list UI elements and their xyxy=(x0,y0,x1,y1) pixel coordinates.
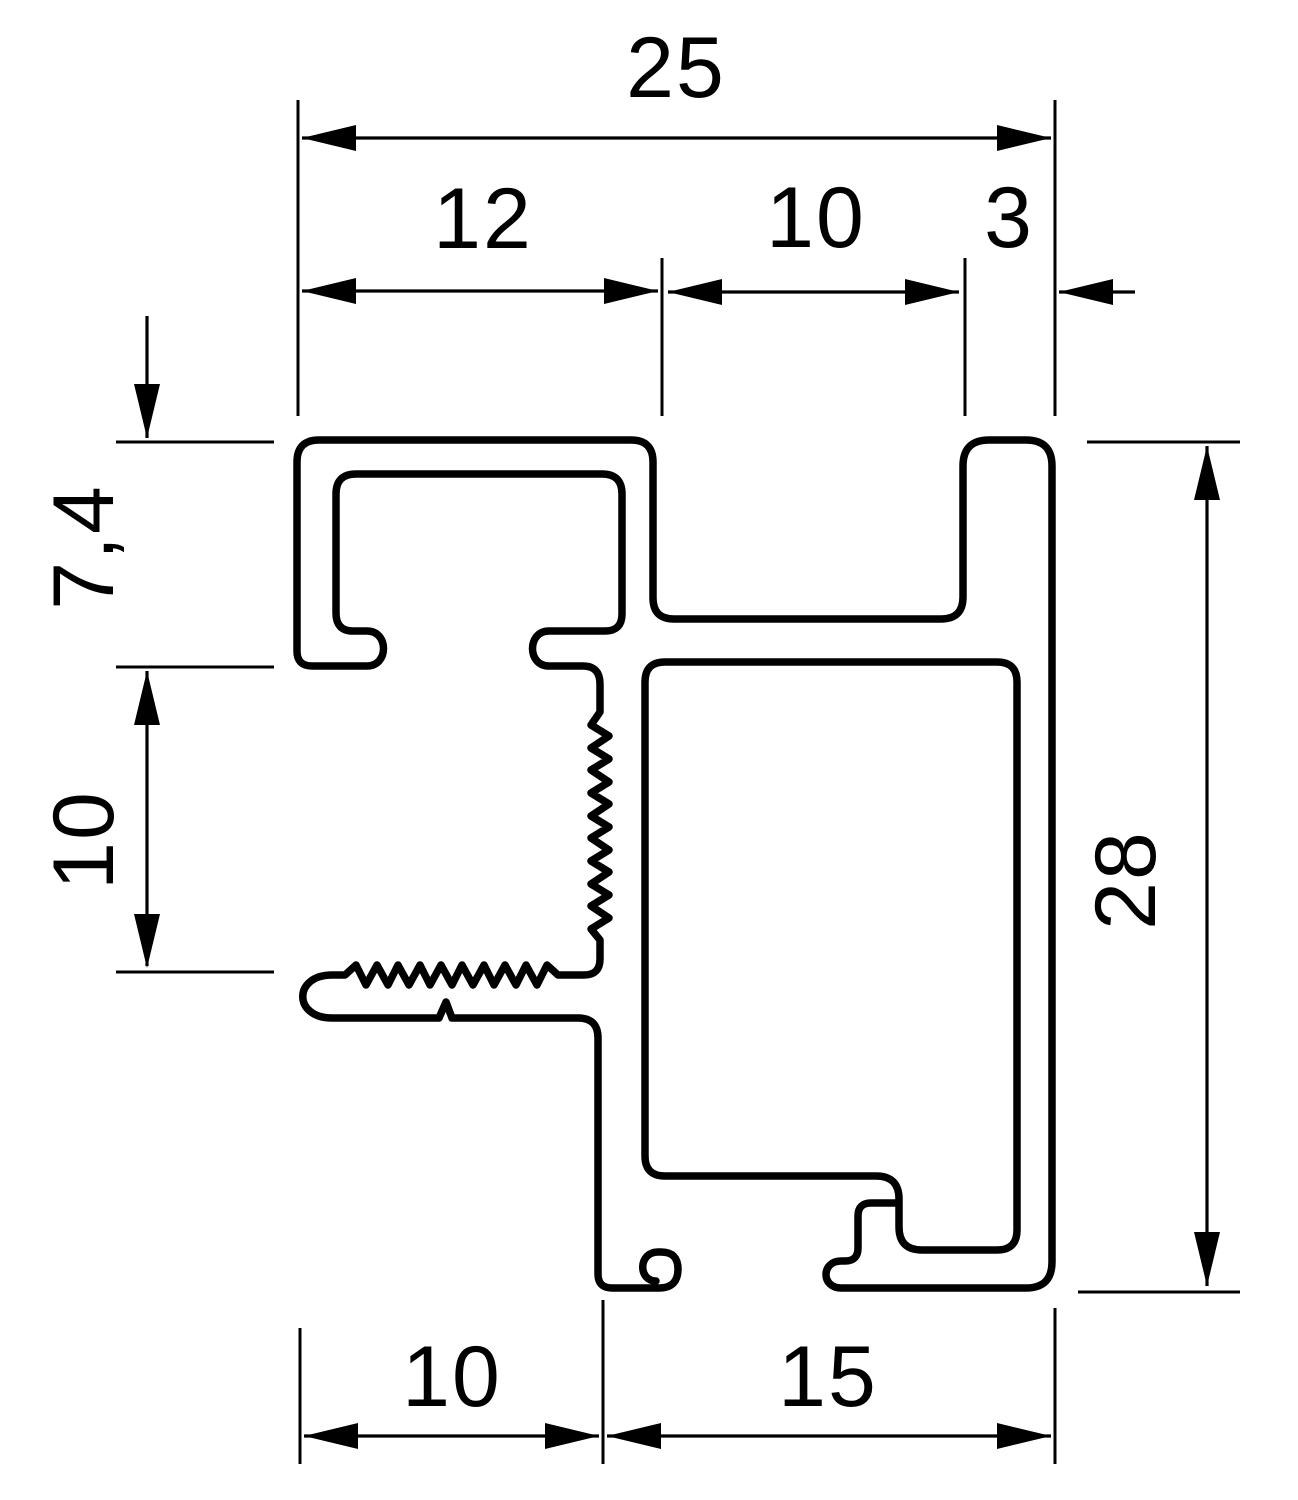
arrowhead-right xyxy=(997,1423,1051,1449)
dim-label-segment-mid: 10 xyxy=(766,170,866,266)
dim-label-bottom-left: 10 xyxy=(402,1329,502,1425)
arrowhead-down xyxy=(1194,1232,1220,1286)
arrowhead-down xyxy=(134,384,160,438)
arrowhead-right xyxy=(545,1423,599,1449)
arrowhead-outside-left-pointing xyxy=(1059,279,1113,305)
arrowhead-up xyxy=(1194,446,1220,500)
dimension-segment-mid: 10 xyxy=(668,170,967,416)
profile-outer-contour xyxy=(293,436,1056,1292)
dim-label-height: 28 xyxy=(1078,830,1174,930)
dimension-left-upper: 7,4 xyxy=(36,316,274,669)
arrowhead-left xyxy=(302,278,356,304)
arrowhead-down xyxy=(134,914,160,968)
arrowhead-right xyxy=(604,278,658,304)
dimension-segment-left: 12 xyxy=(302,171,664,416)
dimension-height: 28 xyxy=(1078,440,1240,1294)
arrowhead-up xyxy=(134,671,160,725)
dim-label-left-lower: 10 xyxy=(36,790,132,890)
arrowhead-right xyxy=(905,279,959,305)
dimension-bottom-left: 10 xyxy=(298,1300,605,1464)
dimension-total-width: 25 xyxy=(296,20,1057,416)
dimension-left-lower: 10 xyxy=(36,671,274,974)
arrowhead-left xyxy=(302,125,356,151)
arrowhead-right xyxy=(997,125,1051,151)
dimension-segment-right: 3 xyxy=(984,170,1135,305)
arrowhead-left xyxy=(607,1423,661,1449)
dim-label-bottom-right: 15 xyxy=(778,1329,878,1425)
profile-outline xyxy=(293,436,1056,1292)
dimension-bottom-right: 15 xyxy=(607,1308,1057,1464)
dim-label-left-upper: 7,4 xyxy=(36,484,132,610)
dim-label-segment-right: 3 xyxy=(984,170,1034,266)
profile-inner-cavity xyxy=(641,658,1021,1254)
arrowhead-left xyxy=(668,279,722,305)
arrowhead-left xyxy=(304,1423,358,1449)
dim-label-segment-left: 12 xyxy=(433,171,533,267)
dim-label-total-width: 25 xyxy=(626,20,726,116)
